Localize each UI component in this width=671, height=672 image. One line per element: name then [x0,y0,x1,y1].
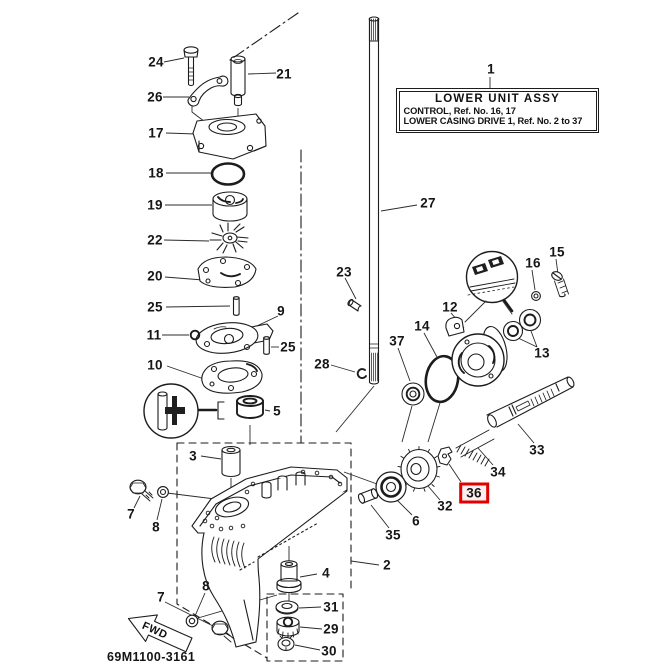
part-3-bushing [221,445,241,478]
part-8-washer-b [185,614,199,628]
part-24-bolt [183,46,199,87]
part-27-drive-shaft [368,16,380,385]
part-label-1[interactable]: 1 [487,61,495,77]
part-label-19[interactable]: 19 [147,197,163,213]
part-label-36-highlighted[interactable]: 36 [459,482,489,504]
part-label-2[interactable]: 2 [383,557,391,573]
part-36-clip [437,446,453,466]
part-17-pump-base [192,113,267,160]
part-label-3[interactable]: 3 [189,448,197,464]
part-label-8a[interactable]: 8 [152,519,160,535]
assembly-casing-ref: LOWER CASING DRIVE 1, Ref. No. 2 to 37 [403,115,583,126]
lower-casing-drawing [191,466,348,648]
part-5-detail-inset [143,383,225,439]
part-32-gear [397,446,441,492]
part-34-spring [455,429,495,467]
part-4-bushing [276,560,302,594]
part-21-cylinder [230,55,246,107]
part-26-arm [187,75,229,107]
part-23-pin [347,298,362,312]
part-label-37[interactable]: 37 [389,333,405,349]
part-label-5[interactable]: 5 [273,403,281,419]
part-label-4[interactable]: 4 [322,565,330,581]
part-12-bearing-housing [445,316,508,387]
part-label-35[interactable]: 35 [385,527,401,543]
part-28-clip [356,368,367,379]
part-13-seals [502,308,542,342]
part-label-27[interactable]: 27 [420,195,436,211]
part-label-28[interactable]: 28 [314,356,330,372]
part-29-nut [276,616,300,639]
part-11-seal-ring [189,329,201,341]
assembly-title: LOWER UNIT ASSY [435,92,560,105]
part-label-8b[interactable]: 8 [202,578,210,594]
assembly-info-inner: LOWER UNIT ASSY CONTROL, Ref. No. 16, 17… [398,90,597,131]
part-10-gasket [201,360,263,394]
fwd-arrow: FWD [127,614,193,653]
part-label-21[interactable]: 21 [276,66,292,82]
part-label-31[interactable]: 31 [323,599,339,615]
drawing-number: 69M1100-3161 [107,650,196,664]
part-label-12[interactable]: 12 [442,299,458,315]
part-18-oring [210,162,246,186]
part-label-25b[interactable]: 25 [280,339,296,355]
part-label-17[interactable]: 17 [148,125,164,141]
part-label-25a[interactable]: 25 [147,299,163,315]
part-label-30[interactable]: 30 [321,643,337,659]
assembly-info-box: LOWER UNIT ASSY CONTROL, Ref. No. 16, 17… [396,88,599,133]
assembly-control-ref: CONTROL, Ref. No. 16, 17 [403,105,516,116]
part-label-18[interactable]: 18 [148,165,164,181]
part-label-29[interactable]: 29 [323,621,339,637]
part-label-22[interactable]: 22 [147,232,163,248]
part-label-13[interactable]: 13 [534,345,550,361]
part-16-washer [531,291,541,301]
part-35-pin [357,488,379,504]
part-label-32[interactable]: 32 [437,498,453,514]
part-label-11[interactable]: 11 [146,327,162,343]
part-label-20[interactable]: 20 [147,268,163,284]
part-7-plug-a [129,479,154,502]
part-33-prop-shaft [486,376,575,428]
part-20-plate [197,256,257,288]
part-label-7a[interactable]: 7 [127,506,135,522]
section-boundary-lines [229,12,302,444]
anode-detail-inset [464,250,519,323]
part-9-housing-plate [195,322,274,354]
part-label-33[interactable]: 33 [529,442,545,458]
part-label-24[interactable]: 24 [148,54,164,70]
part-6-bearing [375,471,407,503]
part-37-seal [401,382,425,406]
part-label-23[interactable]: 23 [336,264,352,280]
part-31-washer [275,600,299,615]
part-7-plug-b [211,620,235,643]
part-label-9[interactable]: 9 [277,303,285,319]
part-22-impeller [209,222,249,254]
part-5-bearing [236,395,264,419]
part-label-15[interactable]: 15 [549,244,565,260]
part-25-pin-b [263,336,270,355]
part-8-washer-a [157,486,169,498]
part-label-10[interactable]: 10 [147,357,163,373]
part-15-bolt [551,271,569,298]
part-25-pin-a [232,296,240,316]
part-label-6[interactable]: 6 [412,513,420,529]
part-30-clip [277,635,295,652]
part-label-14[interactable]: 14 [414,318,430,334]
part-label-34[interactable]: 34 [490,464,506,480]
part-label-16[interactable]: 16 [525,255,541,271]
part-label-26[interactable]: 26 [147,89,163,105]
part-label-7b[interactable]: 7 [157,589,165,605]
part-14-oring [424,354,460,404]
part-19-pump-insert [212,191,248,222]
